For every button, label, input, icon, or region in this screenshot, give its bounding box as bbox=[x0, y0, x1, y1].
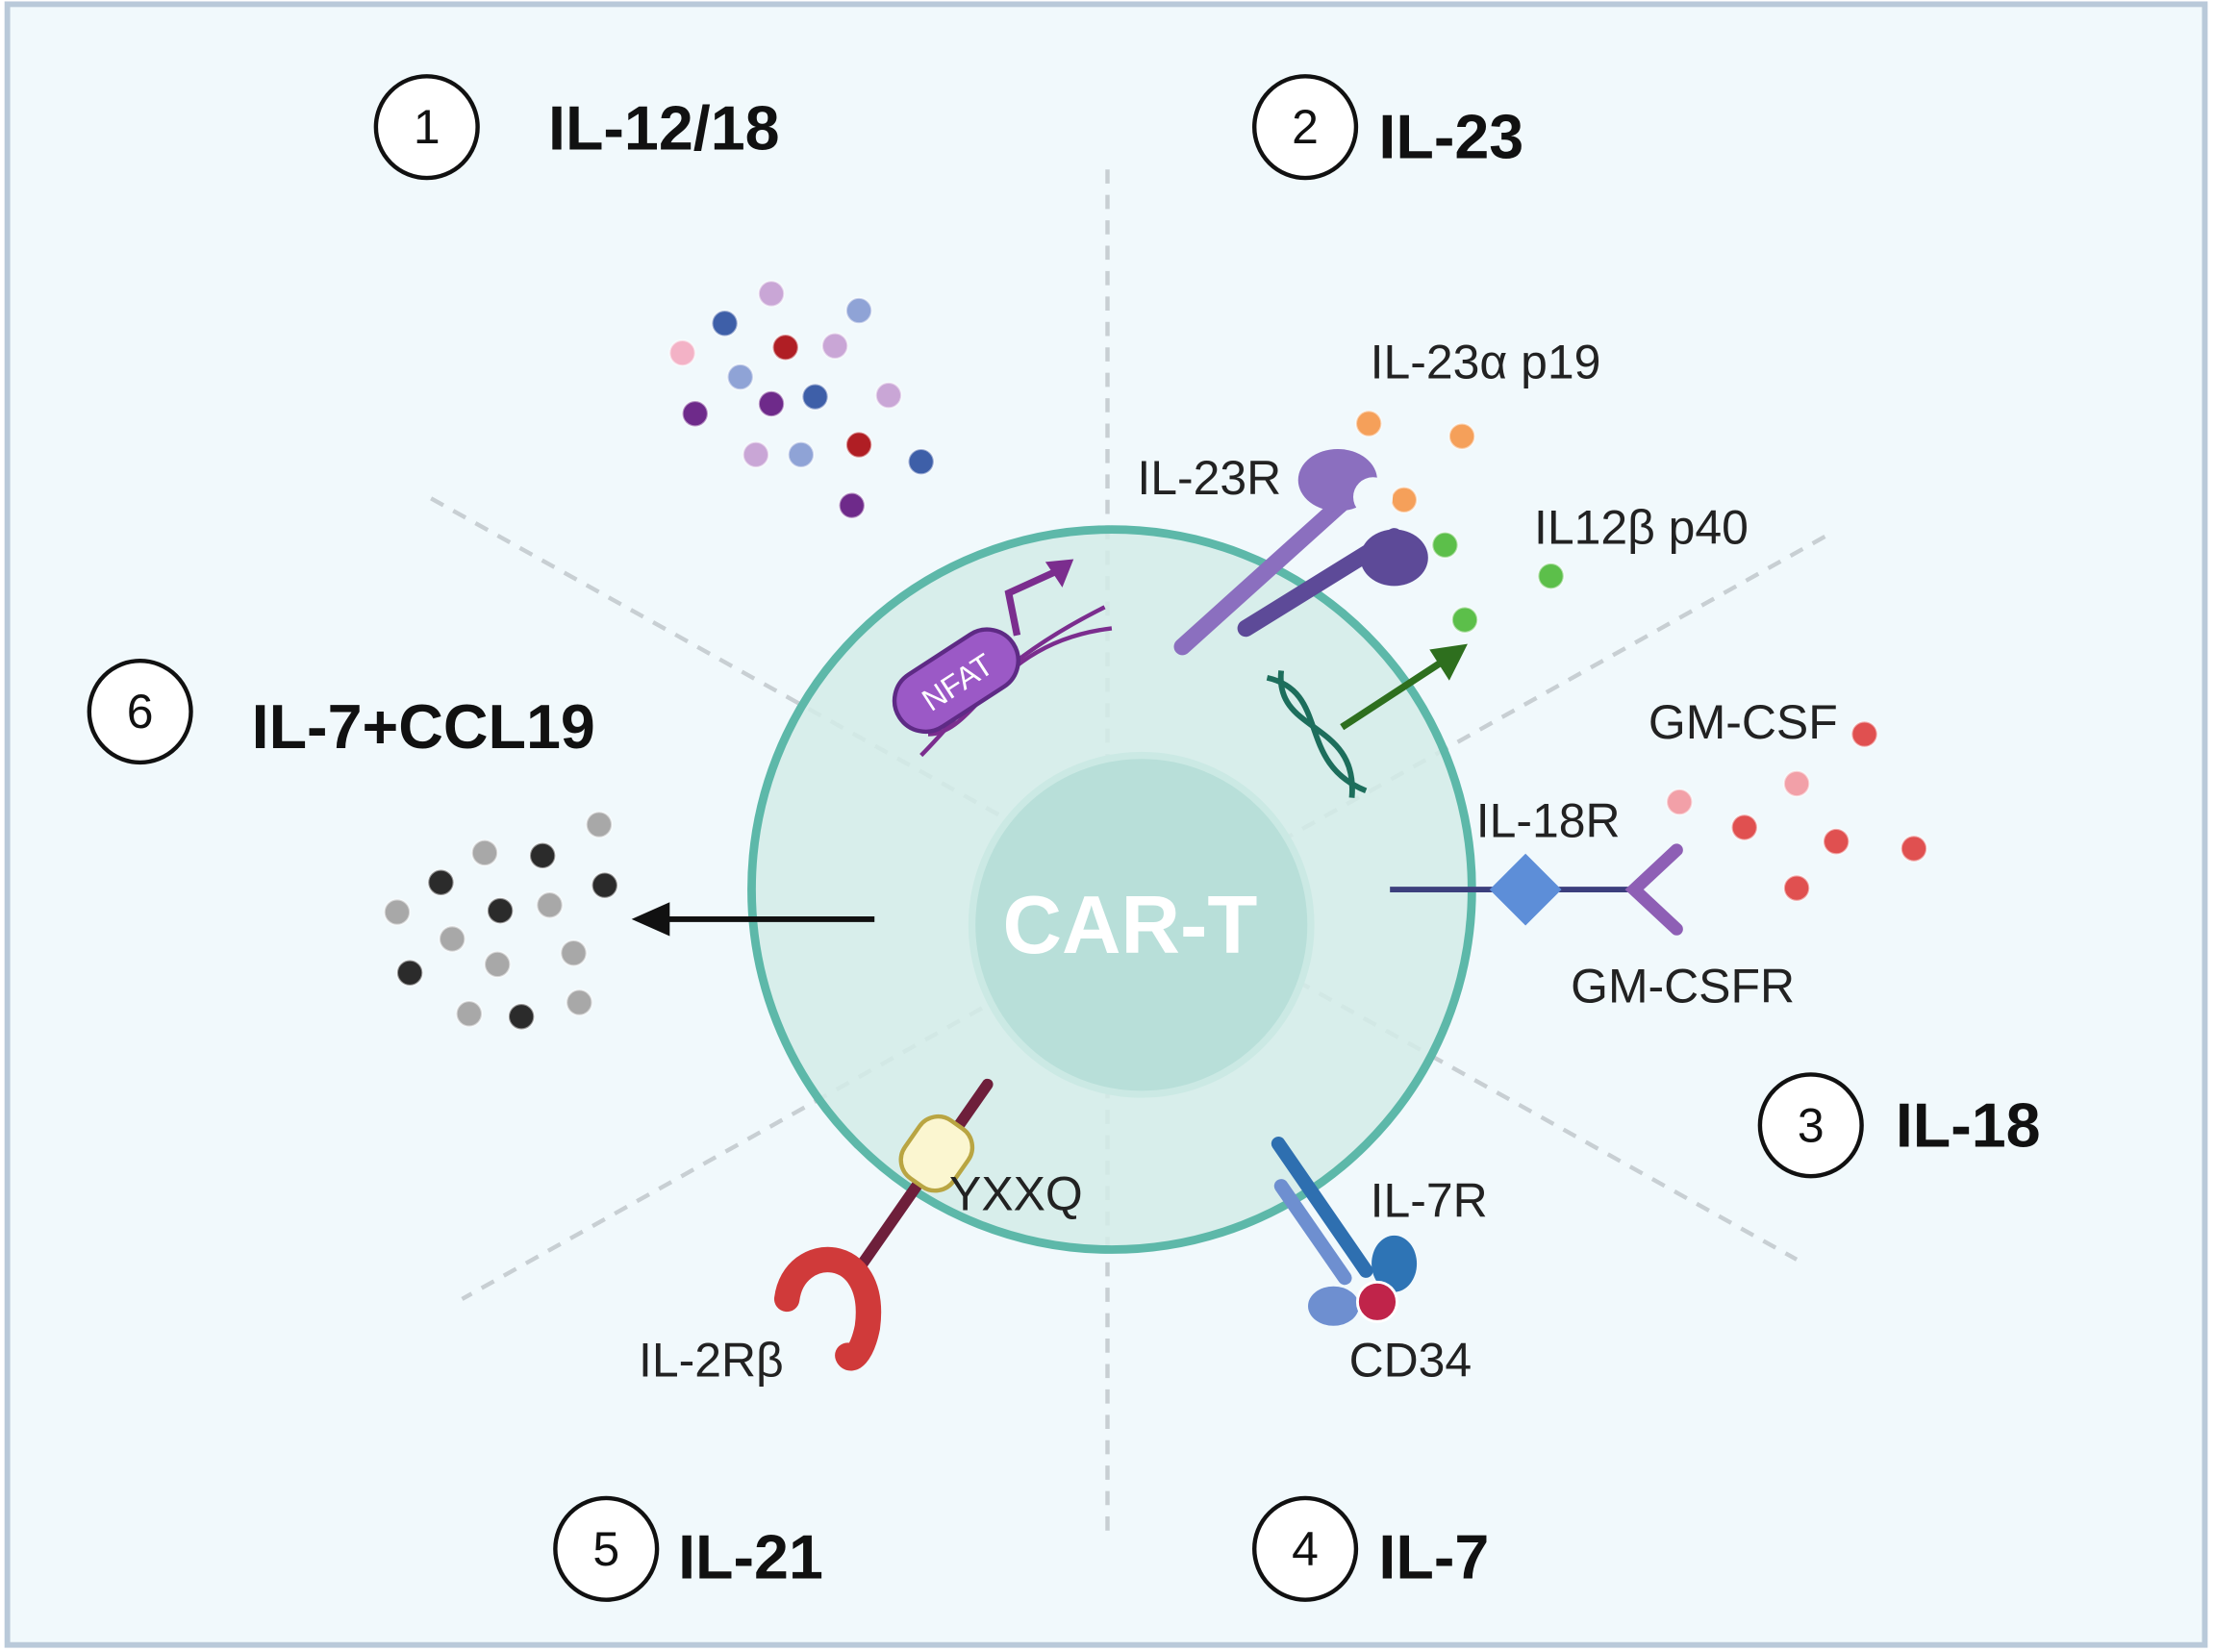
cytokine-particle bbox=[1431, 531, 1459, 560]
cytokine-particle bbox=[1537, 562, 1565, 590]
cytokine-particle bbox=[844, 431, 873, 459]
section-title: IL-21 bbox=[678, 1523, 823, 1592]
cytokine-particle bbox=[486, 896, 515, 925]
section-dividers bbox=[430, 169, 1826, 1539]
section-number: 5 bbox=[592, 1522, 619, 1576]
nfat-promoter: NFAT bbox=[892, 559, 1113, 758]
il7r-receptor bbox=[1271, 1137, 1418, 1326]
section-number: 4 bbox=[1292, 1522, 1319, 1576]
cytokine-particle bbox=[801, 383, 829, 411]
section-title: IL-18 bbox=[1896, 1090, 2041, 1160]
cytokine-particle bbox=[1900, 835, 1928, 863]
section-title: IL-7+CCL19 bbox=[252, 692, 595, 762]
label-il7r: IL-7R bbox=[1371, 1174, 1488, 1228]
section-4: 4 IL-7 bbox=[1252, 1495, 1489, 1602]
cytokine-particle bbox=[907, 447, 935, 476]
cytokine-particle bbox=[455, 999, 484, 1028]
il23r-receptor bbox=[1173, 448, 1428, 656]
section-5: 5 IL-21 bbox=[553, 1495, 823, 1602]
section-number: 1 bbox=[414, 100, 440, 154]
cytokine-particle bbox=[874, 381, 903, 410]
cytokine-particle bbox=[560, 939, 588, 967]
cytokine-particle bbox=[1782, 874, 1811, 902]
dna-helix-icon bbox=[1266, 670, 1368, 798]
cytokine-particle bbox=[668, 338, 696, 367]
section-title: IL-23 bbox=[1378, 102, 1523, 171]
cytokine-particle bbox=[1665, 788, 1694, 816]
section-3: 3 IL-18 bbox=[1757, 1072, 2041, 1179]
cytokine-particle bbox=[838, 491, 867, 519]
section-number: 3 bbox=[1798, 1098, 1825, 1152]
cytokine-particle bbox=[528, 841, 557, 870]
cytokine-particle bbox=[438, 925, 466, 953]
section-title: IL-12/18 bbox=[548, 94, 780, 163]
cytokine-particles bbox=[383, 280, 1928, 1031]
cytokine-particle bbox=[566, 989, 593, 1016]
cytokine-particle bbox=[1450, 606, 1479, 634]
cytokine-particle bbox=[711, 309, 739, 338]
transcription-arrow-icon bbox=[1004, 568, 1057, 637]
cytokine-particle bbox=[1447, 422, 1476, 451]
section-title: IL-7 bbox=[1378, 1523, 1489, 1592]
cytokine-particle bbox=[726, 363, 755, 391]
section-number: 6 bbox=[127, 685, 154, 738]
cd34-marker bbox=[1355, 1280, 1398, 1323]
cytokine-particle bbox=[1390, 486, 1419, 514]
cytokine-particle bbox=[757, 389, 786, 418]
cell-label: CAR-T bbox=[1003, 880, 1258, 971]
secretion-arrow bbox=[631, 902, 875, 937]
cytokine-particle bbox=[427, 868, 455, 897]
cytokine-particle bbox=[383, 898, 412, 926]
cytokine-particle bbox=[1822, 827, 1850, 856]
label-il12b-p40: IL12β p40 bbox=[1534, 500, 1749, 554]
cytokine-particle bbox=[591, 871, 619, 899]
cytokine-particle bbox=[483, 950, 512, 979]
cytokine-particle bbox=[1850, 720, 1878, 748]
label-il23r: IL-23R bbox=[1137, 451, 1281, 505]
cytokine-particle bbox=[536, 890, 564, 919]
il2rb-receptor bbox=[773, 1078, 994, 1371]
label-gm-csf: GM-CSF bbox=[1649, 695, 1838, 749]
cytokine-particle bbox=[395, 959, 424, 988]
secretion-arrow-green bbox=[1340, 643, 1468, 731]
cytokine-particle bbox=[844, 296, 873, 325]
label-gm-csfr: GM-CSFR bbox=[1571, 960, 1795, 1014]
label-il18r: IL-18R bbox=[1476, 794, 1621, 848]
cytokine-particle bbox=[585, 811, 614, 839]
cytokine-particle bbox=[507, 1002, 536, 1031]
cytokine-particle bbox=[742, 440, 770, 469]
cytokine-particle bbox=[681, 399, 710, 428]
section-6: 6 IL-7+CCL19 bbox=[87, 658, 595, 765]
cytokine-particle bbox=[1354, 410, 1383, 438]
label-il2rb: IL-2Rβ bbox=[639, 1334, 784, 1388]
cytokine-particle bbox=[470, 839, 499, 867]
label-cd34: CD34 bbox=[1349, 1334, 1472, 1388]
cytokine-particle bbox=[1782, 769, 1811, 798]
section-number: 2 bbox=[1292, 100, 1319, 154]
cytokine-particle bbox=[1730, 813, 1759, 841]
section-1: 1 IL-12/18 bbox=[373, 74, 780, 181]
cytokine-particle bbox=[820, 332, 849, 361]
label-yxxq: YXXQ bbox=[949, 1166, 1083, 1220]
label-il23a-p19: IL-23α p19 bbox=[1371, 336, 1601, 389]
cytokine-particle bbox=[771, 333, 800, 362]
nucleus bbox=[968, 751, 1315, 1098]
il18r-receptor bbox=[1390, 843, 1683, 936]
cytokine-particle bbox=[757, 280, 786, 308]
cytokine-particle bbox=[787, 440, 816, 469]
section-2: 2 IL-23 bbox=[1252, 74, 1523, 181]
